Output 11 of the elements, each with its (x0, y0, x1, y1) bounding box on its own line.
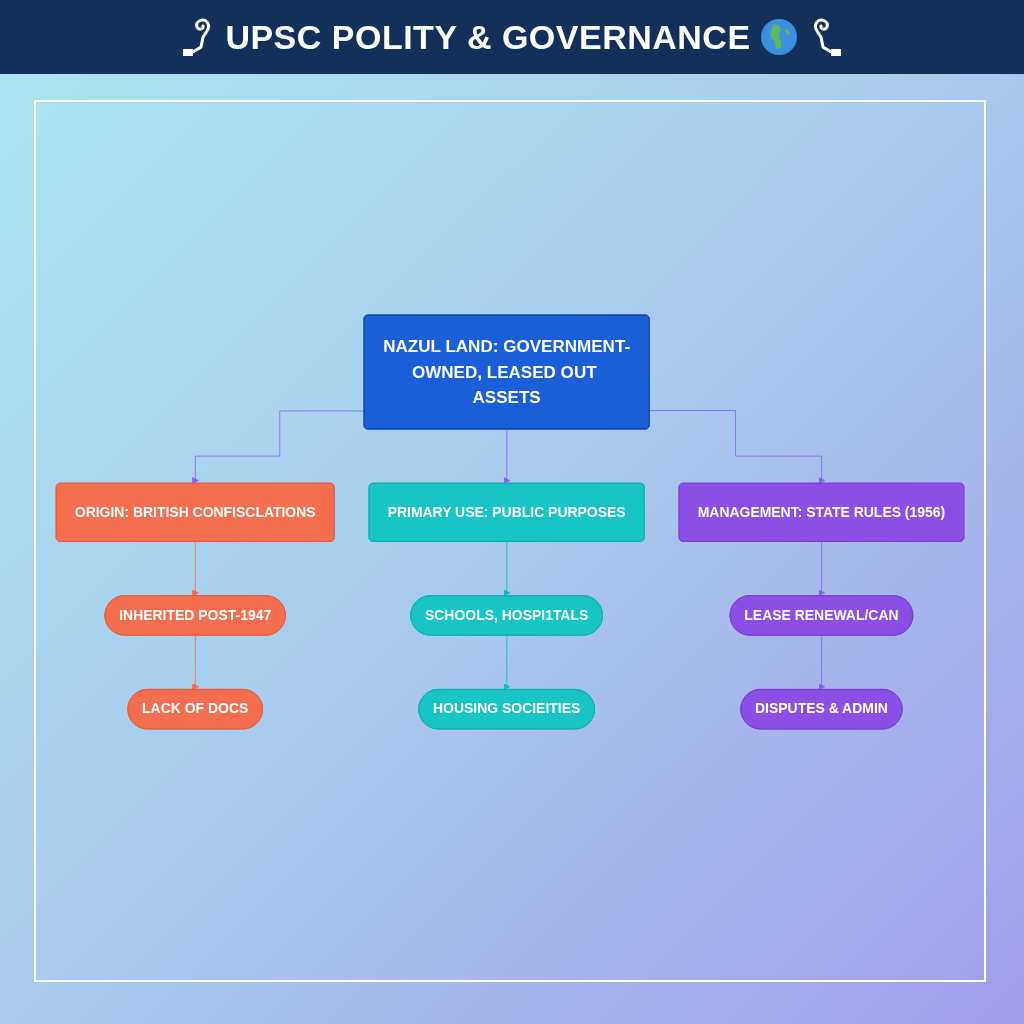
root-box: NAZUL LAND: GOVERNMENT-OWNED, LEASED OUT ASSETS (363, 314, 650, 430)
item-pill: DISPUTES & ADMIN (740, 689, 903, 730)
item-pill: LACK OF DOCS (127, 689, 263, 730)
page-title: UPSC POLITY & GOVERNANCE (225, 17, 751, 57)
item-pill: HOUSING SOCIEITIES (418, 689, 595, 730)
item-pill: SCHOOLS, HOSPI1TALS (410, 595, 603, 636)
category-box: ORIGIN: BRITISH CONFISCLATIONS (55, 482, 335, 542)
item-pill: LEASE RENEWAL/CAN (729, 595, 914, 636)
category-box: MANAGEMENT: STATE RULES (1956) (678, 482, 965, 542)
item-pill: INHERITED POST-1947 (104, 595, 286, 636)
category-box: PRIMARY USE: PUBLIC PURPOSES (368, 482, 645, 542)
